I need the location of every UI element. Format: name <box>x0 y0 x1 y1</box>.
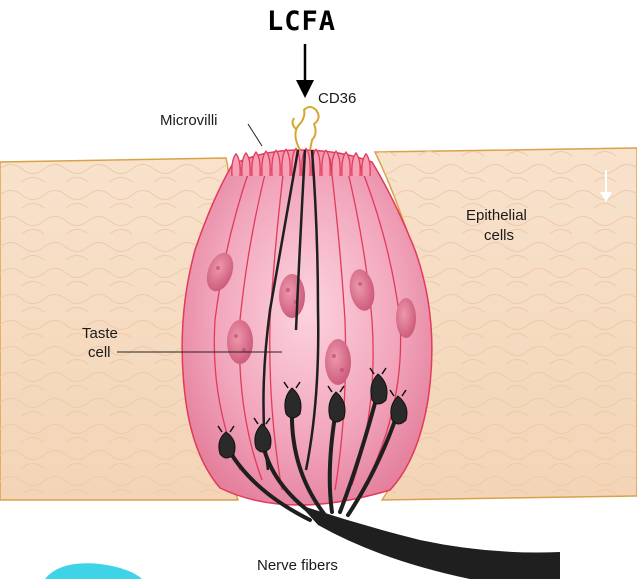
epithelial-label-line2: cells <box>484 227 514 244</box>
lcfa-arrow-icon <box>296 44 314 98</box>
microvillus <box>242 153 250 176</box>
diagram-title: LCFA <box>267 6 336 37</box>
taste-cell-label-line1: Taste <box>82 325 118 342</box>
microvillus <box>232 154 240 176</box>
microvillus <box>362 154 370 176</box>
epithelial-label-line1: Epithelial <box>466 207 527 224</box>
nerve-fibers-label: Nerve fibers <box>257 557 338 574</box>
corner-shape <box>45 563 142 579</box>
taste-cell-label-line2: cell <box>88 344 111 361</box>
cd36-receptor <box>293 107 319 150</box>
microvilli-label: Microvilli <box>160 112 218 129</box>
cd36-label: CD36 <box>318 90 356 107</box>
